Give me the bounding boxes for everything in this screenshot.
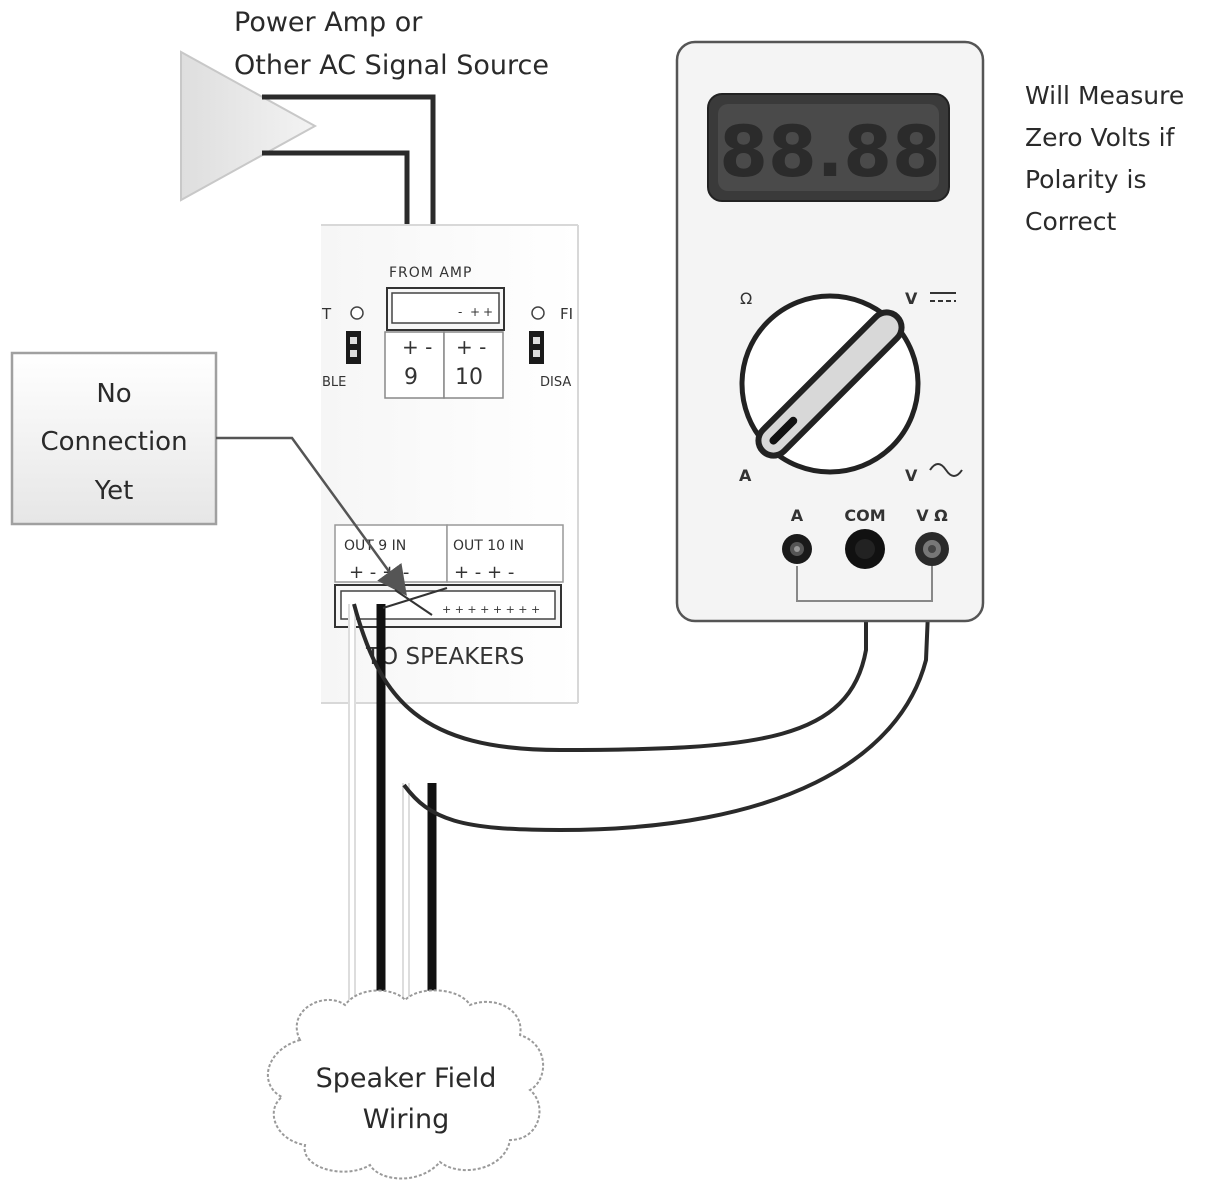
cloud-line2: Wiring (363, 1104, 449, 1135)
svg-text:+: + (470, 305, 480, 319)
multimeter: 88.88 Ω V A V A COM V Ω (675, 40, 985, 623)
right-edge-label-2: DISA (540, 375, 571, 390)
callout-arrow (216, 436, 407, 597)
jack-a-label: A (791, 506, 804, 525)
jack-com-label: COM (844, 506, 885, 525)
out-9-in-signs: + - + - (349, 562, 409, 583)
meter-test-leads (352, 564, 932, 833)
ac-symbol-icon (929, 463, 963, 477)
right-jumper[interactable] (529, 331, 544, 364)
jack-vo-label: V Ω (916, 506, 948, 525)
left-edge-label-2: BLE (322, 375, 346, 390)
polarity-note: Will Measure Zero Volts if Polarity is C… (1025, 81, 1184, 236)
terminal-10-number: 10 (455, 365, 483, 390)
callout-line1: No (96, 379, 131, 409)
svg-text:-: - (458, 305, 462, 319)
jack-connector-lines (796, 566, 933, 602)
no-connection-callout: No Connection Yet (10, 351, 407, 597)
range-amp-label: A (739, 466, 752, 485)
range-vac-label: V (905, 466, 918, 485)
callout-line3: Yet (94, 476, 134, 506)
range-vdc-label: V (905, 289, 918, 308)
svg-text:+ + + + + + + +: + + + + + + + + (442, 603, 540, 616)
left-jumper[interactable] (346, 331, 361, 364)
terminal-9-number: 9 (404, 365, 418, 390)
right-led (531, 306, 545, 320)
source-label-line1: Power Amp or (234, 7, 423, 38)
terminal-cross-leads (382, 587, 448, 616)
range-ohm-label: Ω (740, 289, 752, 308)
out-10-in-signs: + - + - (454, 562, 514, 583)
rotary-selector-knob[interactable] (739, 293, 921, 475)
out-10-in-header: OUT 10 IN (453, 538, 524, 554)
left-led (350, 306, 364, 320)
to-speakers-label: TO SPEAKERS (365, 644, 524, 670)
left-edge-label: T (321, 305, 332, 323)
from-amp-terminal-block: - + + + - 9 + - 10 (384, 287, 505, 399)
jack-v-ohm[interactable] (915, 532, 949, 566)
right-edge-label: FI (560, 305, 573, 323)
jack-a[interactable] (782, 534, 812, 564)
out-9-in-header: OUT 9 IN (344, 538, 406, 554)
note-line4: Correct (1025, 207, 1116, 236)
terminal-9-signs: + - (402, 335, 432, 359)
speaker-field-cloud: Speaker Field Wiring (266, 989, 544, 1180)
meter-display-value: 88.88 (719, 111, 940, 193)
amplifier-symbol (180, 50, 318, 202)
callout-line2: Connection (40, 427, 187, 457)
jack-com[interactable] (845, 529, 885, 569)
note-line3: Polarity is (1025, 165, 1146, 194)
note-line1: Will Measure (1025, 81, 1184, 110)
source-label-line2: Other AC Signal Source (234, 50, 549, 81)
svg-text:+: + (483, 305, 493, 319)
from-amp-label: FROM AMP (389, 265, 472, 281)
meter-display: 88.88 (707, 93, 950, 202)
cloud-line1: Speaker Field (316, 1063, 497, 1094)
note-line2: Zero Volts if (1025, 123, 1176, 152)
dc-symbol-icon (930, 292, 956, 302)
terminal-10-signs: + - (456, 335, 486, 359)
terminal-panel: FROM AMP T BLE FI DISA - + + + - (321, 224, 579, 704)
